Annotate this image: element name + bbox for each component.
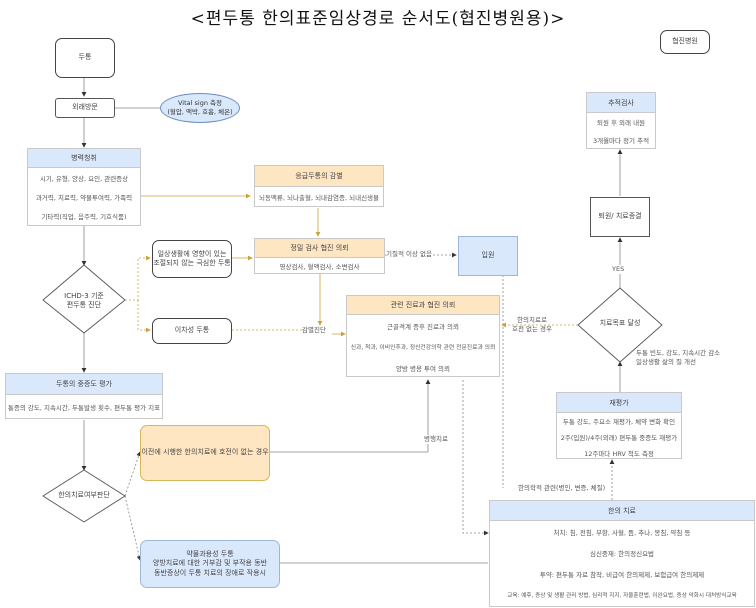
node-vital-sign: Vital sign 측정(혈압, 맥박, 호흡, 체온): [160, 93, 240, 123]
node-no-improvement: 이전에 시행한 한의치료에 호전이 없는 경우: [140, 425, 270, 481]
consult-header: 관련 진료과 협진 의뢰: [347, 296, 499, 315]
reeval-row: 2주(입원)/4주(외래) 편두통 중증도 재평가: [560, 434, 678, 442]
severity-row: 통증의 강도, 지속시간, 두통발생 횟수, 편두통 평가 지표: [7, 404, 161, 412]
reeval-header: 재평가: [557, 393, 681, 413]
medication-line3: 동반증상이 두통 치료의 장애로 작용시: [154, 568, 266, 577]
km-row: 처치: 침, 전침, 부항, 사혈, 뜸, 추나, 봉침, 약침 등: [553, 528, 691, 537]
node-admission: 입원: [458, 236, 518, 276]
consult-row: 신과, 척과, 이비인후과, 정신건강의학 관련 전문진료과 의뢰: [350, 345, 496, 351]
emergency-header: 응급두통의 감별: [255, 166, 383, 187]
edge-diagnosis-branch: [125, 255, 151, 301]
emergency-row: 뇌동맥류, 뇌나출혈, 뇌내감염증, 뇌내신생물: [258, 194, 380, 202]
medication-line2: 양방치료에 대한 거부감 및 부작용 동반: [152, 559, 268, 568]
exam-header: 정밀 검사 협진 의뢰: [255, 239, 384, 258]
consult-row: 근골격계 증후 진료과 의뢰: [387, 322, 459, 331]
node-consult: 관련 진료과 협진 의뢰 근골격계 증후 진료과 의뢰 신과, 척과, 이비인후…: [346, 295, 500, 377]
severe-line2: 조절되지 않는 극심한 두통: [153, 259, 231, 267]
reeval-row: 12주마다 HRV 척도 측정: [584, 450, 654, 458]
history-row: 과거력, 치료력, 약물투여력, 가족력: [35, 193, 133, 202]
severe-line1: 일상생활에 영향이 있는: [157, 249, 227, 258]
history-header: 병력청취: [28, 149, 140, 168]
km-row: 투약: 편두통 자료 참작, 비급여 한의제제, 보험급여 한의제제: [539, 570, 705, 579]
followup-header: 추적검사: [587, 93, 655, 113]
no-improve-line1: 한의치료로: [517, 316, 547, 324]
vital-line1: Vital sign 측정: [178, 99, 222, 108]
node-history: 병력청취 시기, 유형, 양상, 요인, 관련증상 과거력, 치료력, 약물투여…: [27, 148, 141, 226]
edge-decision-medication: [124, 495, 142, 561]
vital-line2: (혈압, 맥박, 호흡, 체온): [167, 108, 233, 116]
label-improvement: 두통 빈도, 강도, 지속시간 감소 일상생활 삶의 질 개선: [636, 349, 720, 367]
km-row: 심신중재: 한의정신요법: [589, 549, 655, 558]
label-rule-out: 감별진단: [302, 326, 326, 335]
improve-line2: 일상생활 삶의 질 개선: [636, 357, 697, 366]
diagnosis-line2: 편두통 진단: [66, 301, 102, 309]
edge-diagnosis-secondary: [137, 300, 151, 333]
node-emergency: 응급두통의 감별 뇌동맥류, 뇌나출혈, 뇌내감염증, 뇌내신생물: [254, 165, 384, 207]
badge-cooperative-hospital: 협진병원: [660, 30, 710, 54]
node-visit: 외래방문: [55, 98, 115, 118]
node-exam: 정밀 검사 협진 의뢰 영상검사, 혈액검사, 소변검사: [254, 238, 385, 274]
edge-decision-noimprove: [124, 451, 141, 497]
node-headache: 두통: [55, 38, 115, 78]
label-abnormal-none: 기질적 이상 없음: [386, 250, 432, 259]
node-reevaluation: 재평가 두통 강도, 주요소 재평가, 체약 변화 확인 2주(입원)/4주(외…: [556, 392, 682, 459]
label-concurrent: 병행치료: [424, 435, 448, 444]
history-row: 시기, 유형, 양상, 요인, 관련증상: [39, 174, 129, 183]
label-yes: YES: [612, 265, 625, 274]
followup-row: 3개월마다 정기 추적: [592, 137, 650, 145]
label-no-improve-km: 한의치료로 호전 없는 경우: [512, 316, 552, 334]
label-km-related: 한의학적 관련(병인, 변증, 체질): [518, 484, 606, 492]
node-secondary-headache: 이차성 두통: [152, 318, 232, 344]
km-row: 교육: 예후, 증상 및 생활 관리 방법, 심리적 지지, 자율훈련법, 이완…: [507, 592, 737, 599]
edge-consult-km: [462, 380, 489, 536]
improve-line1: 두통 빈도, 강도, 지속시간 감소: [636, 349, 721, 357]
medication-line1: 약물과용성 두통: [186, 549, 234, 558]
page-title: <편두통 한의표준임상경로 순서도(협진병원용)>: [190, 9, 566, 29]
no-improve-line2: 호전 없는 경우: [512, 324, 553, 333]
node-discharge: 퇴원/ 치료종결: [590, 197, 650, 237]
node-severity: 두통의 중증도 평가 통증의 강도, 지속시간, 두통발생 횟수, 편두통 평가…: [5, 373, 163, 419]
followup-row: 퇴원 후 외래 내원: [596, 119, 646, 127]
diagnosis-line1: ICHD-3 기준: [64, 291, 104, 300]
reeval-row: 두통 강도, 주요소 재평가, 체약 변화 확인: [562, 418, 676, 426]
decision-label: 한의치료여부판단: [58, 491, 110, 500]
node-km-treatment: 한의 치료 처치: 침, 전침, 부항, 사혈, 뜸, 추나, 봉침, 약침 등…: [489, 500, 755, 607]
node-followup: 추적검사 퇴원 후 외래 내원 3개월마다 정기 추적: [586, 92, 656, 149]
km-header: 한의 치료: [490, 501, 754, 521]
consult-row: 양방 병용 투여 의뢰: [395, 364, 451, 373]
goal-label: 치료목표 달성: [599, 319, 641, 328]
history-row: 기타력(직업, 음주력, 기호식품): [41, 212, 127, 221]
severity-header: 두통의 중증도 평가: [6, 374, 162, 395]
exam-row: 영상검사, 혈액검사, 소변검사: [279, 263, 360, 271]
